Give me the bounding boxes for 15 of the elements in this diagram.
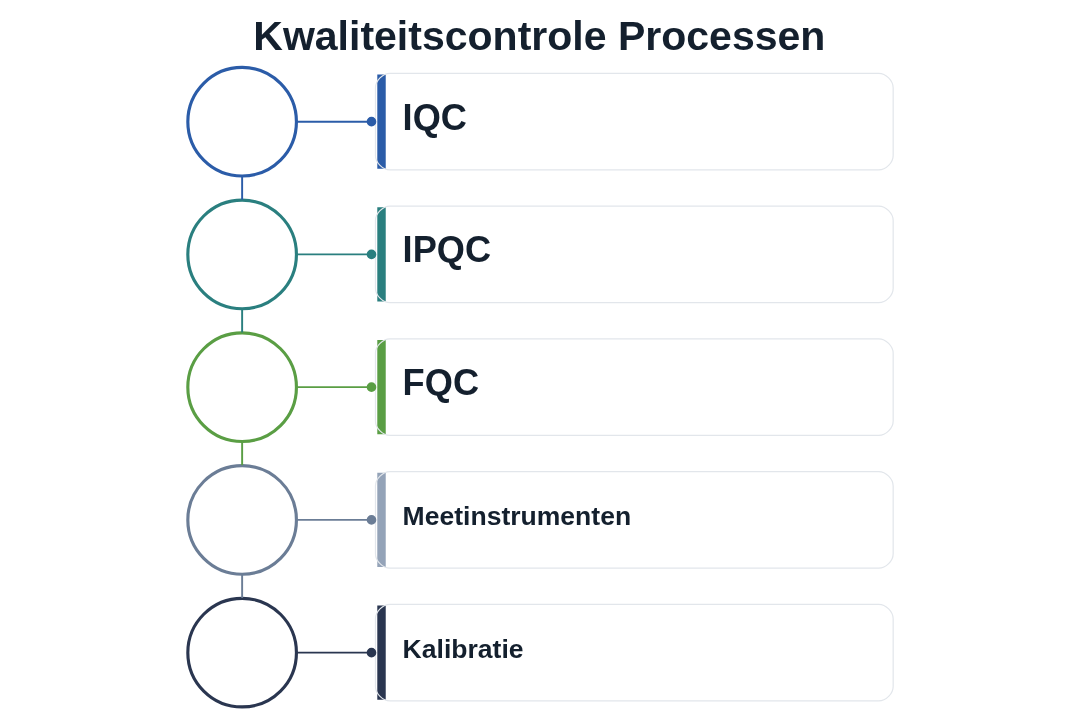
diagram-title: Kwaliteitscontrole Processen xyxy=(252,12,825,59)
connector xyxy=(240,573,243,599)
connector xyxy=(240,175,243,201)
node-circle xyxy=(185,65,298,178)
connector xyxy=(295,116,376,127)
node-circle xyxy=(185,596,298,709)
connector xyxy=(240,308,243,334)
connector xyxy=(295,382,376,392)
node-circle xyxy=(185,464,298,576)
node-circle xyxy=(185,198,298,311)
connector xyxy=(295,249,376,260)
node-circle xyxy=(185,331,298,444)
connector xyxy=(295,515,376,525)
connector xyxy=(295,647,376,658)
connector xyxy=(240,440,243,467)
